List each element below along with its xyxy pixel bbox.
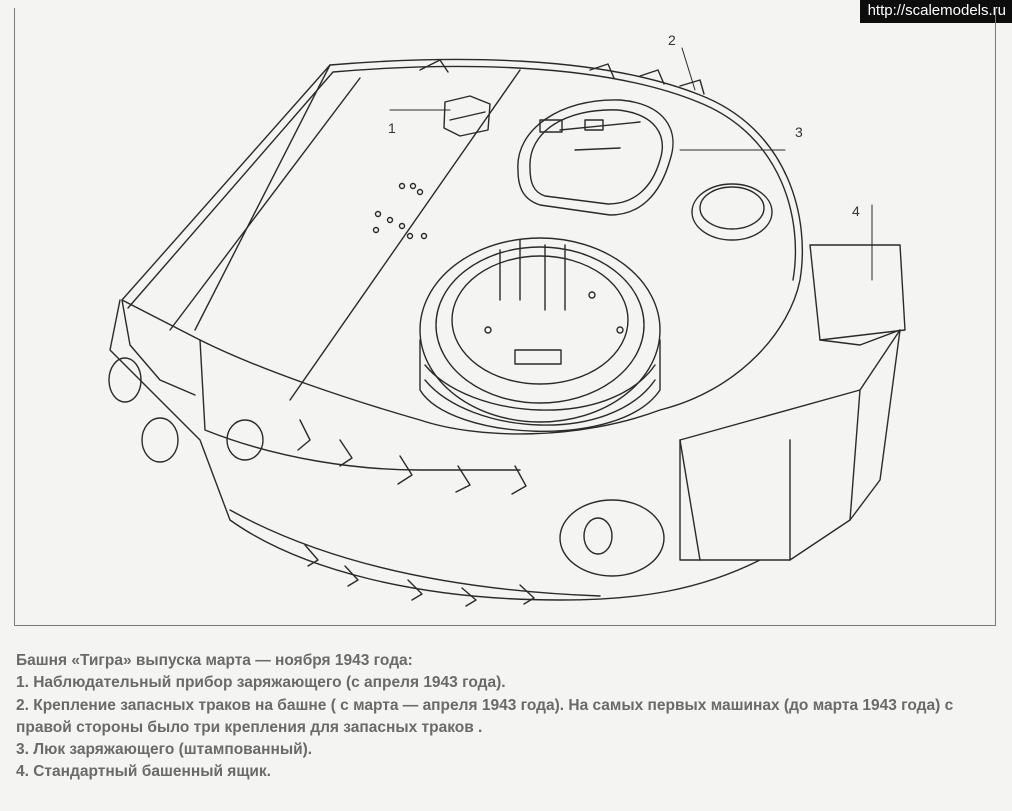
- front-cylinders: [108, 357, 264, 463]
- side-hooks: [304, 544, 535, 607]
- roof-bolt-holes: [372, 182, 428, 240]
- turret-roof-outline: [121, 58, 803, 435]
- turret-drawing: [108, 47, 906, 607]
- callout-4: 4: [852, 203, 860, 219]
- figure-caption: Башня «Тигра» выпуска марта — ноября 194…: [16, 650, 1001, 784]
- pistol-port: [559, 499, 665, 577]
- caption-title: Башня «Тигра» выпуска марта — ноября 194…: [16, 652, 413, 669]
- ventilator-cover: [691, 183, 773, 241]
- callout-1: 1: [388, 120, 396, 136]
- loader-hatch: [517, 99, 674, 216]
- callout-2: 2: [668, 32, 676, 48]
- callout-leaders: [389, 47, 873, 281]
- callout-3: 3: [795, 124, 803, 140]
- watermark-label: http://scalemodels.ru: [859, 0, 1012, 23]
- caption-item-2: 2. Крепление запасных траков на башне ( …: [16, 696, 954, 736]
- caption-item-3: 3. Люк заряжающего (штампованный).: [16, 741, 313, 759]
- commander-cupola: [419, 237, 661, 432]
- caption-item-4: 4. Стандартный башенный ящик.: [16, 763, 271, 781]
- turret-side-wall: [109, 299, 761, 601]
- caption-item-1: 1. Наблюдательный прибор заряжающего (с …: [16, 674, 506, 692]
- track-hangers: [297, 59, 705, 495]
- loader-periscope: [443, 95, 491, 137]
- stowage-box: [679, 244, 906, 561]
- illustration-frame: [14, 8, 996, 626]
